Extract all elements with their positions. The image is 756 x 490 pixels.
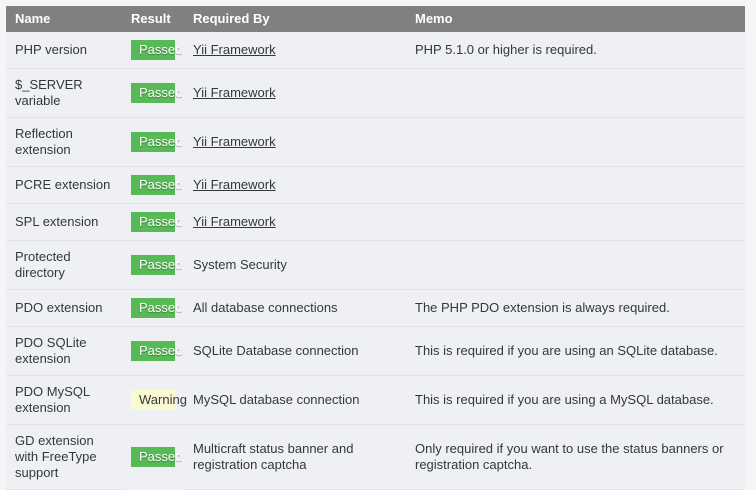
table-row: Protected directory Passed System Security [6,240,745,290]
status-badge: Passed [131,83,182,103]
status-badge: Passed [131,132,182,152]
cell-required-by: Yii Framework [184,166,406,204]
required-by-link[interactable]: Yii Framework [193,85,276,100]
required-by-link[interactable]: Yii Framework [193,134,276,149]
status-badge: Passed [131,447,182,468]
requirements-check-table: Name Result Required By Memo PHP version… [6,6,745,490]
cell-required-by: Yii Framework [184,203,406,241]
requirement-name-label: PDO extension [15,300,103,315]
required-by-label: MySQL database connection [193,392,360,407]
cell-result: Passed [122,166,184,204]
cell-requirement-name: PDO SQLite extension [6,326,122,376]
table-header-row: Name Result Required By Memo [6,6,745,32]
cell-result: Passed [122,289,184,327]
table-row: SPL extension Passed Yii Framework [6,203,745,241]
column-header-name: Name [6,6,122,32]
requirement-name-label: Reflection extension [15,126,73,157]
cell-memo: The PHP PDO extension is always required… [406,289,745,327]
table-row: Reflection extension Passed Yii Framework [6,117,745,167]
cell-requirement-name: Protected directory [6,240,122,290]
table-row: PDO SQLite extension Passed SQLite Databas… [6,326,745,376]
cell-required-by: Yii Framework [184,117,406,167]
cell-memo: This is required if you are using a MySQ… [406,375,745,425]
required-by-link[interactable]: Yii Framework [193,214,276,229]
column-header-required-by: Required By [184,6,406,32]
requirement-name-label: GD extension with FreeType support [15,433,97,480]
required-by-label: SQLite Database connection [193,343,359,358]
status-badge: Passed [131,175,182,195]
cell-requirement-name: Reflection extension [6,117,122,167]
table-row: GD extension with FreeType support Passed… [6,424,745,490]
cell-requirement-name: PHP version [6,32,122,69]
status-badge: Warning [131,390,187,410]
status-badge: Passed [131,298,182,318]
requirement-name-label: SPL extension [15,214,99,229]
required-by-label: System Security [193,257,287,272]
cell-result: Passed [122,326,184,376]
cell-requirement-name: GD extension with FreeType support [6,424,122,490]
cell-memo: This is required if you are using an SQL… [406,326,745,376]
cell-memo [406,68,745,118]
cell-required-by: Yii Framework [184,68,406,118]
cell-memo [406,166,745,204]
requirement-name-label: PDO MySQL extension [15,384,90,415]
cell-memo: Only required if you want to use the sta… [406,424,745,490]
cell-result: Passed [122,117,184,167]
cell-memo [406,203,745,241]
cell-memo [406,117,745,167]
requirement-name-label: PDO SQLite extension [15,335,87,366]
requirement-name-label: $_SERVER variable [15,77,83,108]
cell-requirement-name: PCRE extension [6,166,122,204]
cell-result: Passed [122,240,184,290]
required-by-link[interactable]: Yii Framework [193,42,276,57]
table-header: Name Result Required By Memo [6,6,745,32]
requirement-name-label: PCRE extension [15,177,111,192]
table-row: PCRE extension Passed Yii Framework [6,166,745,204]
cell-requirement-name: PDO extension [6,289,122,327]
required-by-label: All database connections [193,300,338,315]
status-badge: Passed [131,40,182,60]
required-by-link[interactable]: Yii Framework [193,177,276,192]
table-row: $_SERVER variable Passed Yii Framework [6,68,745,118]
cell-result: Passed [122,203,184,241]
cell-result: Passed [122,424,184,490]
status-badge: Passed [131,255,182,275]
cell-result: Passed [122,68,184,118]
cell-result: Warning [122,375,187,425]
cell-memo [406,240,745,290]
table-row: PDO MySQL extension Warning MySQL database… [6,375,745,425]
cell-memo: PHP 5.1.0 or higher is required. [406,32,745,69]
cell-required-by: Yii Framework [184,32,406,69]
table-row: PDO extension Passed All database connecti… [6,289,745,327]
cell-requirement-name: $_SERVER variable [6,68,122,118]
cell-result: Passed [122,32,184,69]
cell-required-by: SQLite Database connection [184,326,406,376]
status-badge: Passed [131,212,182,232]
column-header-result: Result [122,6,184,32]
requirement-name-label: Protected directory [15,249,71,280]
cell-requirement-name: PDO MySQL extension [6,375,122,425]
table-row: PHP version Passed Yii Framework PHP 5.1.0 … [6,32,745,69]
cell-requirement-name: SPL extension [6,203,122,241]
cell-required-by: All database connections [184,289,406,327]
cell-required-by: MySQL database connection [184,375,406,425]
column-header-memo: Memo [406,6,745,32]
cell-required-by: System Security [184,240,406,290]
status-badge: Passed [131,341,182,361]
requirement-name-label: PHP version [15,42,88,57]
cell-required-by: Multicraft status banner and registratio… [184,424,406,490]
